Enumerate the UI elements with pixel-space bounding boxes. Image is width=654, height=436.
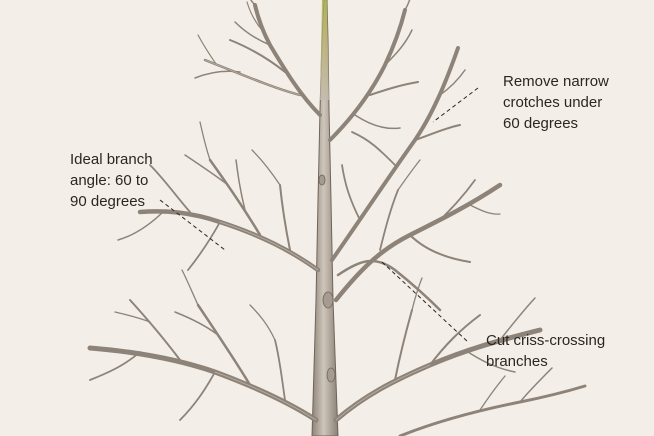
annotation-ideal-angle: Ideal branch angle: 60 to 90 degrees [70, 151, 153, 210]
leader-tip [320, 0, 329, 100]
branch-collar [322, 291, 334, 309]
branch-collar [326, 367, 336, 383]
leader-line-cross [381, 261, 469, 343]
leader-line-narrow [432, 87, 479, 123]
branch-mid-left [137, 209, 321, 273]
branch-criss-cross [336, 259, 442, 312]
branch-bottom-right [398, 384, 587, 436]
branch-narrow-crotch [330, 46, 460, 262]
leader-line-angle [159, 199, 226, 251]
branch-upper-left [253, 3, 322, 117]
branch-collar [318, 174, 326, 186]
annotation-criss-crossing: Cut criss-crossing branches [486, 332, 606, 370]
branch-upper-right [328, 8, 407, 142]
annotation-narrow-crotches: Remove narrow crotches under 60 degrees [503, 73, 609, 132]
